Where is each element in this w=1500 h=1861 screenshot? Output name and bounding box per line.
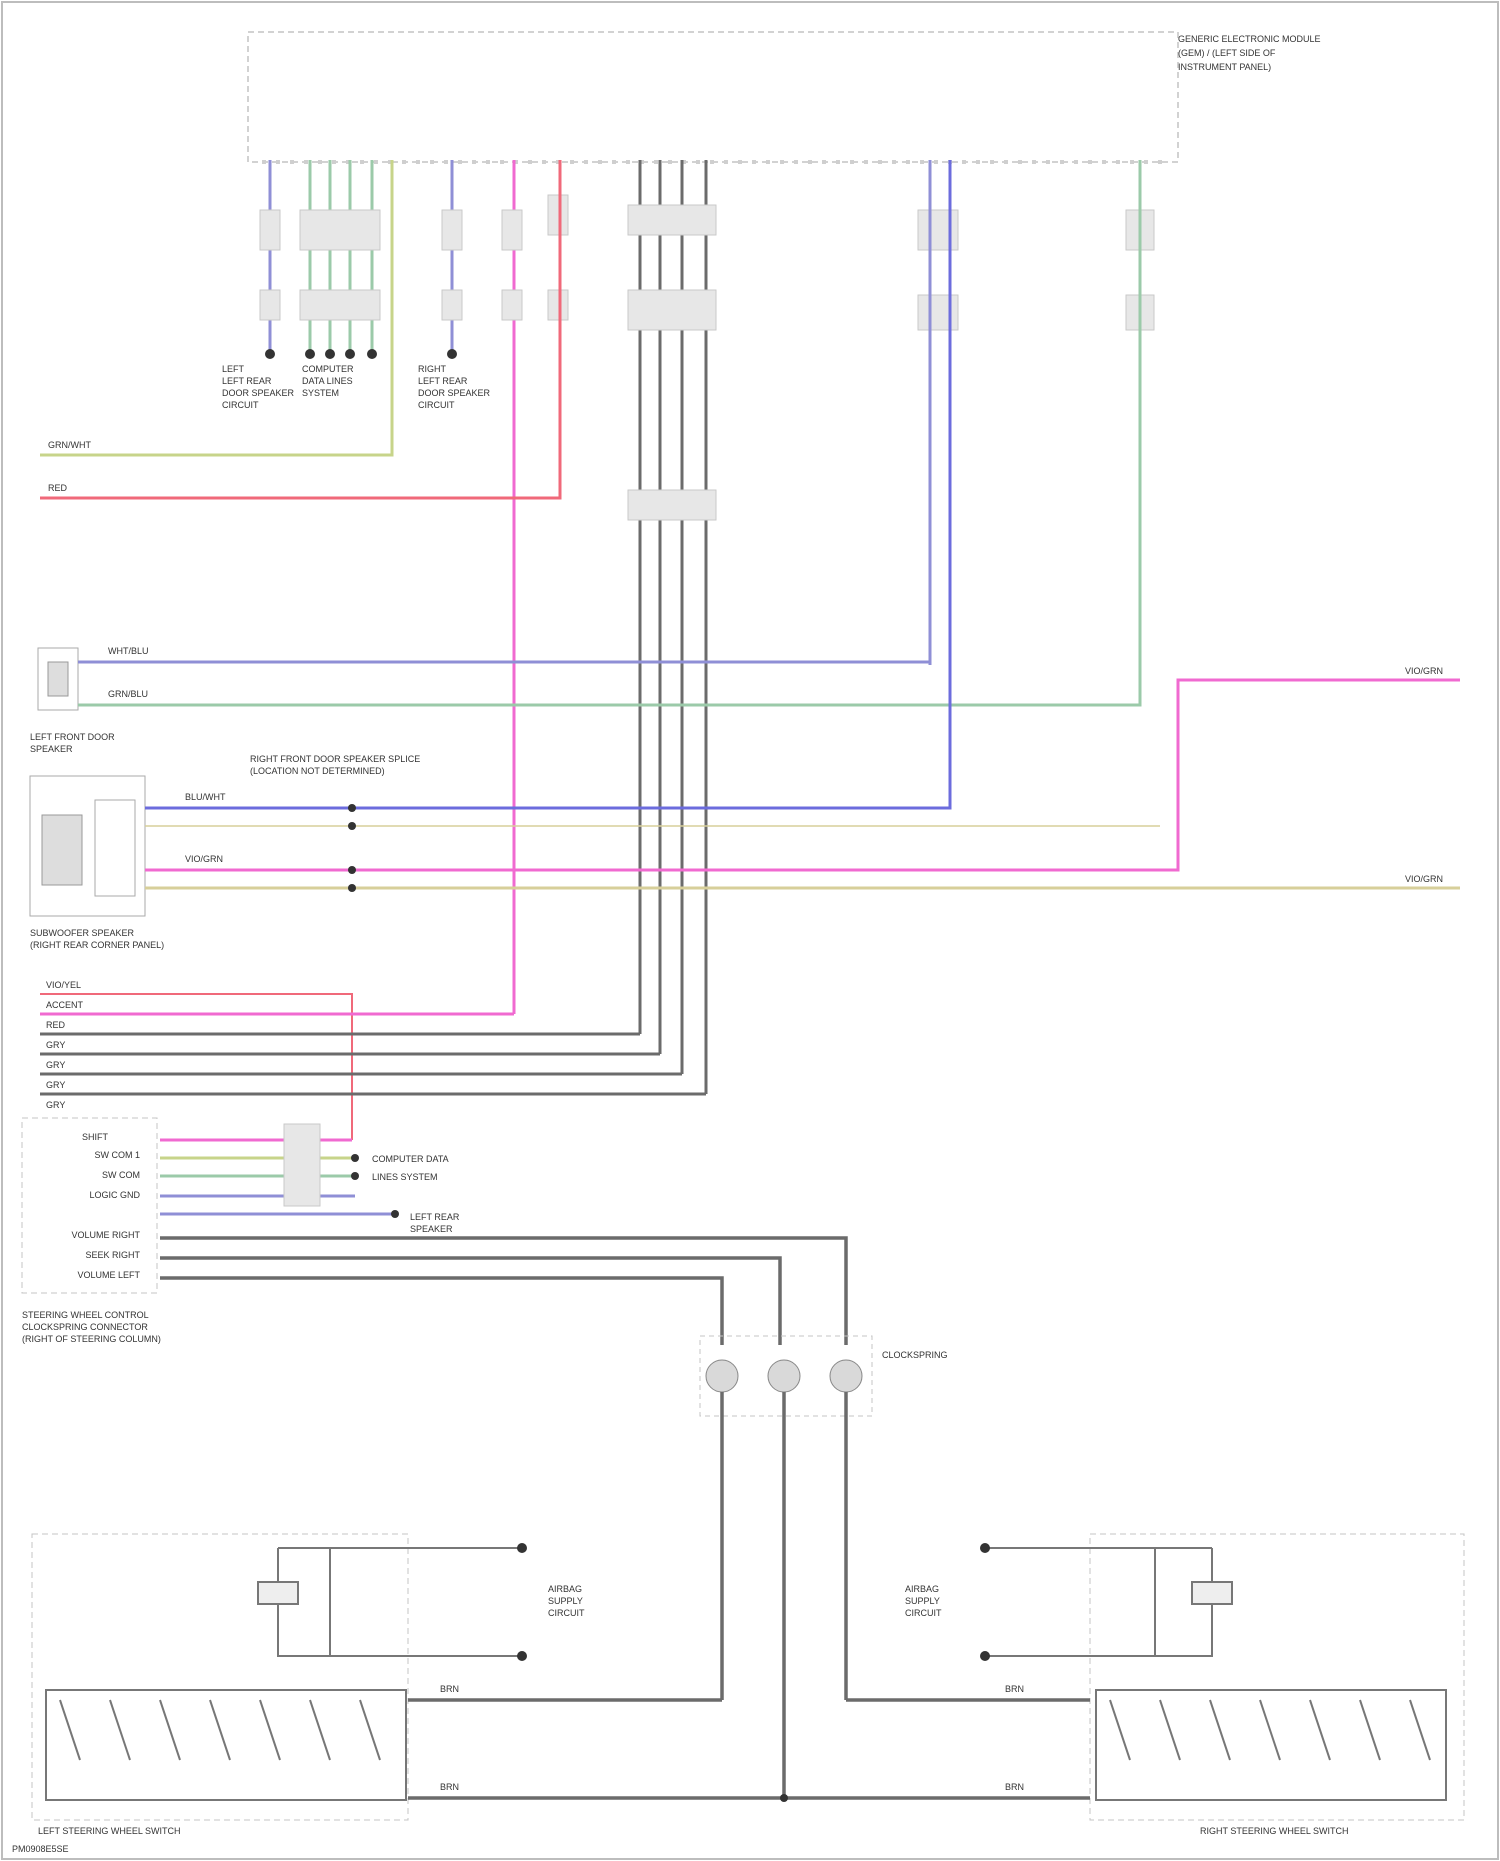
svg-text:SUPPLY: SUPPLY: [548, 1596, 583, 1606]
svg-text:STEERING WHEEL CONTROL: STEERING WHEEL CONTROL: [22, 1310, 149, 1320]
ref-lf-3: DOOR SPEAKER: [222, 388, 295, 398]
left-airbag-label: AIRBAG SUPPLY CIRCUIT: [548, 1584, 585, 1618]
clockspring-label: CLOCKSPRING: [882, 1350, 948, 1360]
left-front-speaker: [38, 648, 78, 710]
left-signal-bundle: [40, 994, 706, 1140]
rr-wire-1-label: BLU/WHT: [185, 792, 226, 802]
right-airbag-label: AIRBAG SUPPLY CIRCUIT: [905, 1584, 942, 1618]
lf-speaker-label-1: LEFT FRONT DOOR: [30, 732, 115, 742]
ref-cd-3: SYSTEM: [302, 388, 339, 398]
steering-inline-connectors: [284, 1124, 320, 1206]
svg-text:ACCENT: ACCENT: [46, 1000, 84, 1010]
gem-label-1: GENERIC ELECTRONIC MODULE: [1178, 34, 1321, 44]
splice-label-1: RIGHT FRONT DOOR SPEAKER SPLICE: [250, 754, 420, 764]
svg-text:VOLUME LEFT: VOLUME LEFT: [77, 1270, 140, 1280]
lf-wire-2-label: GRN/BLU: [108, 689, 148, 699]
svg-text:SUPPLY: SUPPLY: [905, 1596, 940, 1606]
splice-dots: [348, 804, 356, 892]
left-signal-labels: VIO/YEL ACCENT RED GRY GRY GRY GRY: [46, 980, 84, 1110]
right-switch-label: RIGHT STEERING WHEEL SWITCH: [1200, 1826, 1349, 1836]
left-switch-array: [46, 1690, 406, 1800]
ref-cd-2: DATA LINES: [302, 376, 353, 386]
subwoofer-wires: [145, 160, 1460, 888]
svg-text:LOGIC GND: LOGIC GND: [89, 1190, 140, 1200]
svg-text:SHIFT: SHIFT: [82, 1132, 109, 1142]
svg-text:VOLUME RIGHT: VOLUME RIGHT: [71, 1230, 140, 1240]
left-in-1-label: GRN/WHT: [48, 440, 91, 450]
steering-pins: SHIFT SW COM 1 SW COM LOGIC GND VOLUME R…: [71, 1132, 140, 1280]
left-switch-label: LEFT STEERING WHEEL SWITCH: [38, 1826, 181, 1836]
sw-right-a-label: BRN: [1005, 1684, 1024, 1694]
right-out-2-label: VIO/GRN: [1405, 874, 1443, 884]
ref-rr-4: CIRCUIT: [418, 400, 455, 410]
sw-right-b-label: BRN: [1005, 1782, 1024, 1792]
splice-label-2: (LOCATION NOT DETERMINED): [250, 766, 385, 776]
svg-text:SW COM: SW COM: [102, 1170, 140, 1180]
rr-wire-2-label: VIO/GRN: [185, 854, 223, 864]
right-airbag-circuit: [985, 1548, 1232, 1656]
clockspring-coils: [706, 1360, 862, 1392]
right-switch-array: [1096, 1690, 1446, 1800]
svg-text:SW COM 1: SW COM 1: [94, 1150, 140, 1160]
ref-rr-1: RIGHT: [418, 364, 447, 374]
ground-label-4: SPEAKER: [410, 1224, 453, 1234]
right-out-1-label: VIO/GRN: [1405, 666, 1443, 676]
lf-speaker-label-2: SPEAKER: [30, 744, 73, 754]
left-switch-wires: [408, 1700, 784, 1798]
ref-rr-3: DOOR SPEAKER: [418, 388, 491, 398]
steering-module-box: [22, 1118, 157, 1293]
gem-module-box: [248, 32, 1178, 162]
ground-label-3: LEFT REAR: [410, 1212, 460, 1222]
svg-text:GRY: GRY: [46, 1100, 65, 1110]
svg-text:GRY: GRY: [46, 1040, 65, 1050]
left-airbag-dots: [517, 1543, 527, 1661]
steering-label: STEERING WHEEL CONTROL CLOCKSPRING CONNE…: [22, 1310, 161, 1344]
gem-label-3: INSTRUMENT PANEL): [1178, 62, 1271, 72]
sw-left-b-label: BRN: [440, 1782, 459, 1792]
steering-signal-wires: [160, 1140, 395, 1214]
svg-text:CIRCUIT: CIRCUIT: [548, 1608, 585, 1618]
subwoofer-label-2: (RIGHT REAR CORNER PANEL): [30, 940, 164, 950]
ref-lf-1: LEFT: [222, 364, 245, 374]
subwoofer-speaker: [30, 776, 145, 916]
subwoofer-label-1: SUBWOOFER SPEAKER: [30, 928, 135, 938]
svg-text:GRY: GRY: [46, 1060, 65, 1070]
terminal-dots: [265, 349, 457, 359]
ref-rr-2: LEFT REAR: [418, 376, 468, 386]
svg-text:AIRBAG: AIRBAG: [905, 1584, 939, 1594]
svg-text:CLOCKSPRING CONNECTOR: CLOCKSPRING CONNECTOR: [22, 1322, 148, 1332]
right-switch-box: [1090, 1534, 1464, 1820]
svg-text:GRY: GRY: [46, 1080, 65, 1090]
clockspring-down-wires: [722, 1392, 846, 1798]
gem-label: GENERIC ELECTRONIC MODULE (GEM) / (LEFT …: [1178, 34, 1321, 72]
svg-text:SEEK RIGHT: SEEK RIGHT: [85, 1250, 140, 1260]
left-switch-box: [32, 1534, 408, 1820]
svg-text:CIRCUIT: CIRCUIT: [905, 1608, 942, 1618]
svg-text:VIO/YEL: VIO/YEL: [46, 980, 81, 990]
ref-lf-2: LEFT REAR: [222, 376, 272, 386]
footer-code: PM0908E5SE: [12, 1844, 69, 1854]
svg-text:AIRBAG: AIRBAG: [548, 1584, 582, 1594]
ground-label-1: COMPUTER DATA: [372, 1154, 449, 1164]
right-airbag-dots: [980, 1543, 990, 1661]
ground-label-2: LINES SYSTEM: [372, 1172, 438, 1182]
lf-wire-1-label: WHT/BLU: [108, 646, 149, 656]
gem-label-2: (GEM) / (LEFT SIDE OF: [1178, 48, 1276, 58]
steering-to-clockspring: [160, 1238, 846, 1345]
left-airbag-circuit: [258, 1548, 522, 1656]
sw-left-a-label: BRN: [440, 1684, 459, 1694]
ref-lf-4: CIRCUIT: [222, 400, 259, 410]
right-switch-wires: [784, 1700, 1090, 1798]
lf-speaker-wires: [78, 160, 1140, 705]
svg-text:RED: RED: [46, 1020, 66, 1030]
ref-cd-1: COMPUTER: [302, 364, 354, 374]
top-reference-labels: LEFT LEFT REAR DOOR SPEAKER CIRCUIT COMP…: [222, 364, 491, 410]
junction-dot: [780, 1794, 788, 1802]
left-in-2-label: RED: [48, 483, 68, 493]
svg-text:(RIGHT OF STEERING COLUMN): (RIGHT OF STEERING COLUMN): [22, 1334, 161, 1344]
